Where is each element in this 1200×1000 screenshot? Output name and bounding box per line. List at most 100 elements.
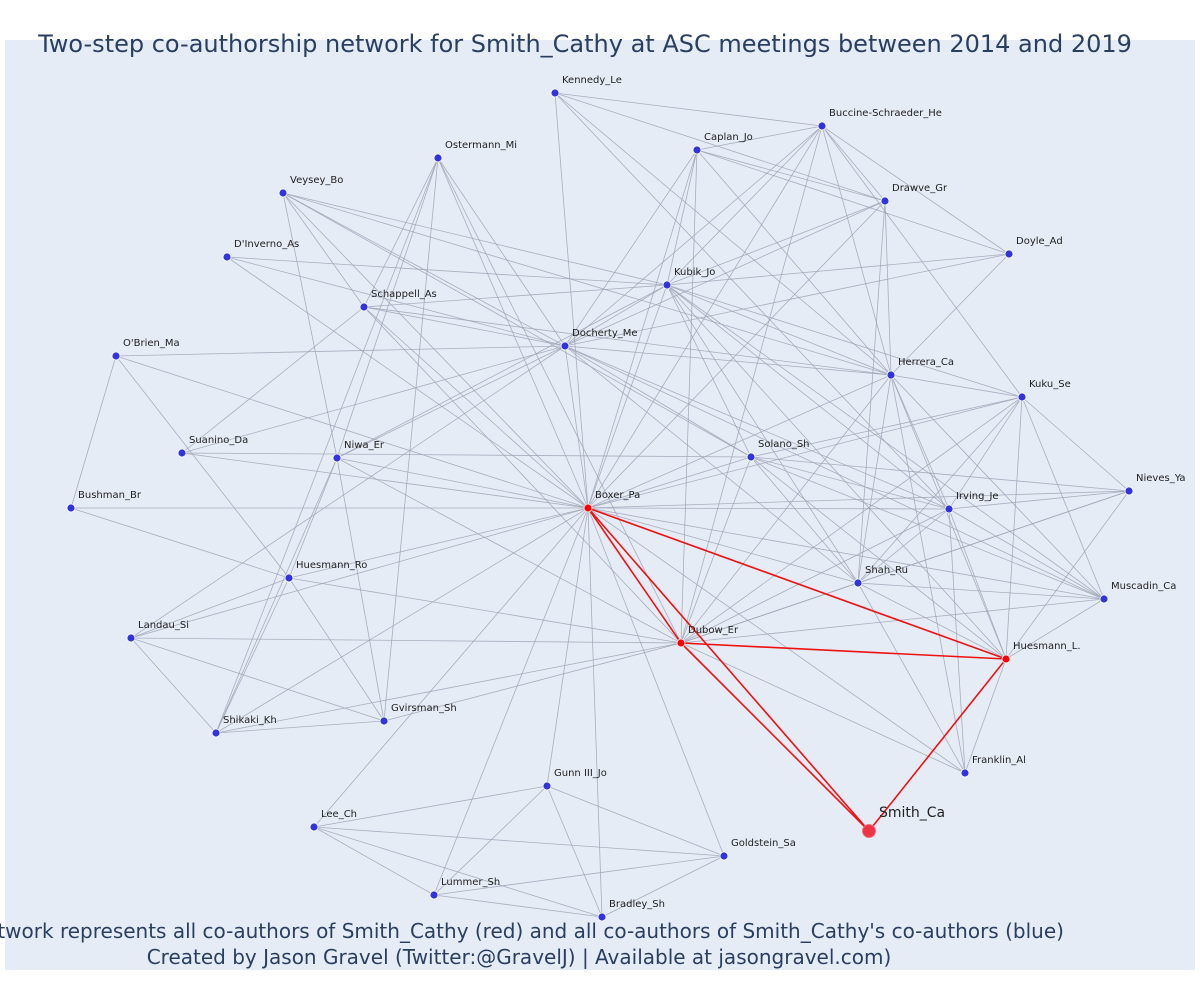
node-label-irving-je: Irving_Je [956,491,999,502]
edge-kuku-se-nieves-ya [1021,396,1130,492]
node-label-nieves-ya: Nieves_Ya [1136,473,1186,484]
edge-kennedy-le-drawve-gr [554,92,886,202]
edge-nieves-ya-boxer-pa [587,490,1130,509]
edge-ostermann-mi-niwa-er [336,157,439,459]
node-label-bushman-br: Bushman_Br [78,490,142,501]
edge-boxer-pa-lee-ch [313,507,589,828]
edge-docherty-me-o-brien-ma [115,345,566,357]
node-d-inverno-as[interactable] [222,252,232,262]
node-huesmann-l[interactable] [1001,654,1011,664]
node-label-kennedy-le: Kennedy_Le [562,75,622,86]
node-label-solano-sh: Solano_Sh [758,439,810,450]
node-lummer-sh[interactable] [429,890,439,900]
node-smith-ca[interactable] [862,824,876,838]
node-doyle-ad[interactable] [1004,249,1014,259]
edge-solano-sh-huesmann-l [750,456,1007,660]
node-niwa-er[interactable] [332,453,342,463]
edge-solano-sh-irving-je [750,456,950,510]
node-drawve-gr[interactable] [880,196,890,206]
node-label-landau-si: Landau_Si [138,620,189,631]
node-bushman-br[interactable] [66,503,76,513]
edge-kennedy-le-herrera-ca [554,92,892,376]
node-nieves-ya[interactable] [1124,486,1134,496]
node-label-shikaki-kh: Shikaki_Kh [223,715,277,726]
node-kuku-se[interactable] [1017,392,1027,402]
node-bradley-sh[interactable] [597,912,607,922]
edge-landau-si-gvirsman-sh [130,637,385,722]
edge-kubik-jo-herrera-ca [666,284,892,376]
edge-doyle-ad-kubik-jo [666,253,1010,286]
edge-schappell-as-herrera-ca [363,306,892,376]
edge-buccine-schraeder-he-herrera-ca [821,125,892,376]
edge-shah-ru-dubow-er [680,582,859,644]
node-label-lummer-sh: Lummer_Sh [441,877,500,888]
node-label-drawve-gr: Drawve_Gr [892,183,948,194]
edge-drawve-gr-docherty-me [564,200,886,347]
edge-boxer-pa-goldstein-sa [587,507,725,857]
node-kubik-jo[interactable] [662,280,672,290]
edge-schappell-as-boxer-pa [363,306,589,509]
edge-nieves-ya-irving-je [948,490,1130,510]
node-label-kubik-jo: Kubik_Jo [674,267,715,278]
edge-suanino-da-boxer-pa [181,452,589,509]
edge-boxer-pa-lummer-sh [433,507,589,896]
node-franklin-al[interactable] [960,768,970,778]
edge-gunn-iii-jo-bradley-sh [546,785,603,918]
node-o-brien-ma[interactable] [111,351,121,361]
node-label-shah-ru: Shah_Ru [865,565,908,576]
node-ostermann-mi[interactable] [433,153,443,163]
chart-title: Two-step co-authorship network for Smith… [37,30,1132,58]
edge-goldstein-sa-lummer-sh [433,855,725,896]
node-gunn-iii-jo[interactable] [542,781,552,791]
edge-kuku-se-shah-ru [857,396,1023,584]
edge-irving-je-muscadin-ca [948,508,1105,600]
edge-doyle-ad-docherty-me [564,253,1010,347]
edge-bushman-br-huesmann-ro [70,507,290,579]
node-veysey-bo[interactable] [278,188,288,198]
edge-irving-je-huesmann-l [948,508,1007,660]
edge-ostermann-mi-docherty-me [437,157,566,347]
label-layer: Kennedy_LeBuccine-Schraeder_HeCaplan_JoO… [78,75,1186,910]
edge-docherty-me-boxer-pa [564,345,589,509]
node-shah-ru[interactable] [853,578,863,588]
node-landau-si[interactable] [126,633,136,643]
node-suanino-da[interactable] [177,448,187,458]
node-label-kuku-se: Kuku_Se [1029,379,1071,390]
edge-drawve-gr-kubik-jo [666,200,886,286]
node-huesmann-ro[interactable] [284,573,294,583]
node-herrera-ca[interactable] [886,370,896,380]
edge-kubik-jo-muscadin-ca [666,284,1105,600]
edge-niwa-er-dubow-er [336,457,682,644]
node-irving-je[interactable] [944,504,954,514]
edge-docherty-me-shah-ru [564,345,859,584]
node-boxer-pa[interactable] [583,503,593,513]
node-docherty-me[interactable] [560,341,570,351]
edge-boxer-pa-gunn-iii-jo [546,507,589,787]
edge-irving-je-shah-ru [857,508,950,584]
node-goldstein-sa[interactable] [719,851,729,861]
node-buccine-schraeder-he[interactable] [817,121,827,131]
node-muscadin-ca[interactable] [1099,594,1109,604]
edge-kuku-se-boxer-pa [587,396,1023,509]
node-gvirsman-sh[interactable] [379,716,389,726]
edge-docherty-me-muscadin-ca [564,345,1105,600]
edge-buccine-schraeder-he-doyle-ad [821,125,1010,255]
edge-o-brien-ma-boxer-pa [115,355,589,509]
edge-boxer-pa-bradley-sh [587,507,603,918]
edge-veysey-bo-schappell-as [282,192,365,308]
node-schappell-as[interactable] [359,302,369,312]
node-shikaki-kh[interactable] [211,728,221,738]
edge-kennedy-le-buccine-schraeder-he [554,92,823,127]
node-kennedy-le[interactable] [550,88,560,98]
edge-d-inverno-as-docherty-me [226,256,566,347]
node-label-bradley-sh: Bradley_Sh [609,899,665,910]
edge-veysey-bo-solano-sh [282,192,752,458]
node-caplan-jo[interactable] [692,145,702,155]
edge-boxer-pa-irving-je [587,507,950,510]
node-solano-sh[interactable] [746,452,756,462]
edge-smith-ca-dubow-er [680,642,870,832]
edge-solano-sh-boxer-pa [587,456,752,509]
node-dubow-er[interactable] [676,638,686,648]
node-lee-ch[interactable] [309,822,319,832]
